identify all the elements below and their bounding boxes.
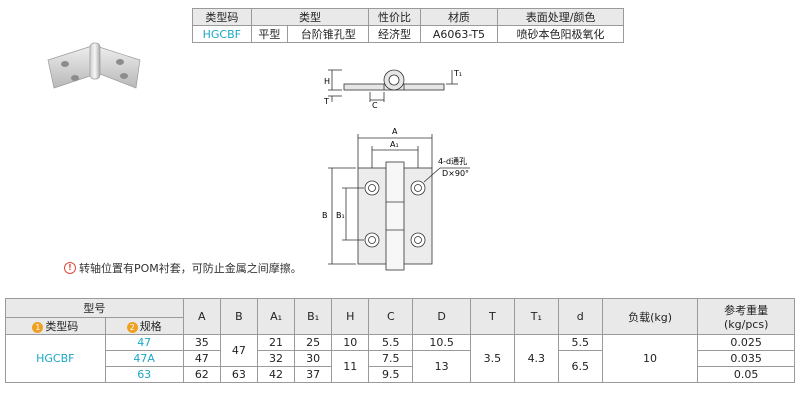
hinge-photo — [47, 42, 141, 89]
badge-1-icon: 1 — [32, 321, 44, 333]
cell-B-63: 63 — [219, 366, 258, 383]
value-grade: 经济型 — [368, 25, 421, 43]
cell-C: 9.5 — [368, 366, 414, 383]
surface-value: 喷砂本色阳极氧化 — [497, 25, 624, 43]
header-material: 材质 — [419, 8, 499, 26]
material-value: A6063-T5 — [419, 25, 499, 43]
spec-link-47A[interactable]: 47A — [104, 350, 184, 367]
cell-d-merged: 6.5 — [557, 350, 603, 383]
header-T1: T₁ — [513, 298, 559, 335]
header-weight: 参考重量 (kg/pcs) — [697, 298, 795, 335]
side-view-drawing: H T C T₁ — [323, 69, 462, 108]
spec-header-row-1: 型号 A B A₁ B₁ H C D T T₁ d 负载(kg) 参考重量 (k… — [5, 298, 795, 335]
label-T1: T₁ — [453, 69, 462, 78]
header-load: 负载(kg) — [601, 298, 699, 335]
label-T: T — [323, 97, 329, 106]
label-hole: 4-d通孔 — [438, 156, 467, 166]
attribute-header-row: 类型码 类型 性价比 材质 表面处理/颜色 — [192, 8, 624, 26]
header-B1: B₁ — [294, 298, 333, 335]
cell-T1: 4.3 — [513, 334, 559, 383]
cell-H: 10 — [331, 334, 370, 351]
label-countersink: D×90° — [442, 169, 469, 178]
header-type-code: 类型码 — [192, 8, 252, 26]
label-H: H — [324, 77, 330, 86]
header-d: d — [557, 298, 603, 335]
warning-icon: ! — [64, 262, 76, 274]
header-weight-line1: 参考重量 — [724, 304, 769, 317]
cell-B-47: 47 — [219, 334, 258, 367]
header-spec-label: 规格 — [139, 320, 162, 333]
header-model: 型号 — [5, 298, 184, 318]
header-C: C — [368, 298, 414, 335]
table-row: 63 62 63 42 37 9.5 0.05 — [6, 366, 795, 383]
cell-B1: 30 — [294, 350, 333, 367]
spec-link-47[interactable]: 47 — [104, 334, 184, 351]
header-D: D — [412, 298, 471, 335]
cell-weight: 0.025 — [697, 334, 795, 351]
cell-D: 10.5 — [412, 334, 471, 351]
cell-A: 35 — [182, 334, 221, 351]
header-A1: A₁ — [256, 298, 296, 335]
type-flat: 平型 — [250, 25, 289, 43]
product-attribute-table: 类型码 类型 性价比 材质 表面处理/颜色 HGCBF 平型 台阶锥孔型 经济型… — [192, 8, 624, 43]
label-C: C — [372, 101, 378, 108]
cell-H-merged: 11 — [331, 350, 370, 383]
type-code-link[interactable]: HGCBF — [192, 25, 252, 43]
header-T: T — [469, 298, 515, 335]
cell-weight: 0.05 — [697, 366, 795, 383]
attribute-value-row: HGCBF 平型 台阶锥孔型 经济型 A6063-T5 喷砂本色阳极氧化 — [192, 25, 624, 43]
header-type: 类型 — [250, 8, 370, 26]
table-row: HGCBF 47 35 47 21 25 10 5.5 10.5 3.5 4.3… — [5, 334, 795, 383]
cell-A1: 21 — [256, 334, 296, 351]
cell-B1: 25 — [294, 334, 333, 351]
header-H: H — [331, 298, 370, 335]
pom-bushing-note: ! 转轴位置有POM衬套，可防止金属之间摩擦。 — [64, 260, 302, 276]
cell-d: 5.5 — [557, 334, 603, 351]
cell-A1: 42 — [256, 366, 296, 383]
cell-B1: 37 — [294, 366, 333, 383]
cell-A: 47 — [182, 350, 221, 367]
header-weight-line2: (kg/pcs) — [723, 318, 769, 331]
label-A1: A₁ — [390, 140, 399, 149]
specification-table: 型号 A B A₁ B₁ H C D T T₁ d 负载(kg) 参考重量 (k… — [5, 298, 795, 383]
cell-A: 62 — [182, 366, 221, 383]
spec-type-code[interactable]: HGCBF — [5, 334, 106, 383]
header-value: 性价比 — [368, 8, 421, 26]
label-B1: B₁ — [336, 211, 345, 220]
note-text: 转轴位置有POM衬套，可防止金属之间摩擦。 — [79, 262, 302, 275]
table-row: 47A 47 32 30 11 7.5 13 6.5 0.035 — [6, 350, 795, 383]
header-surface: 表面处理/颜色 — [497, 8, 624, 26]
type-countersink: 台阶锥孔型 — [287, 25, 370, 43]
cell-C: 5.5 — [368, 334, 414, 351]
spec-link-63[interactable]: 63 — [104, 366, 184, 383]
header-B: B — [219, 298, 258, 335]
cell-T: 3.5 — [469, 334, 515, 383]
header-type-code-label: 类型码 — [45, 320, 79, 333]
cell-C: 7.5 — [368, 350, 414, 367]
cell-load: 10 — [601, 334, 699, 383]
label-A: A — [392, 127, 398, 136]
cell-A1: 32 — [256, 350, 296, 367]
cell-weight: 0.035 — [697, 350, 795, 367]
label-B: B — [322, 211, 328, 220]
badge-2-icon: 2 — [126, 321, 138, 333]
front-view-drawing: A A₁ B B₁ 4-d通孔 D×90° — [322, 127, 470, 271]
header-A: A — [182, 298, 221, 335]
cell-D-merged: 13 — [412, 350, 471, 383]
